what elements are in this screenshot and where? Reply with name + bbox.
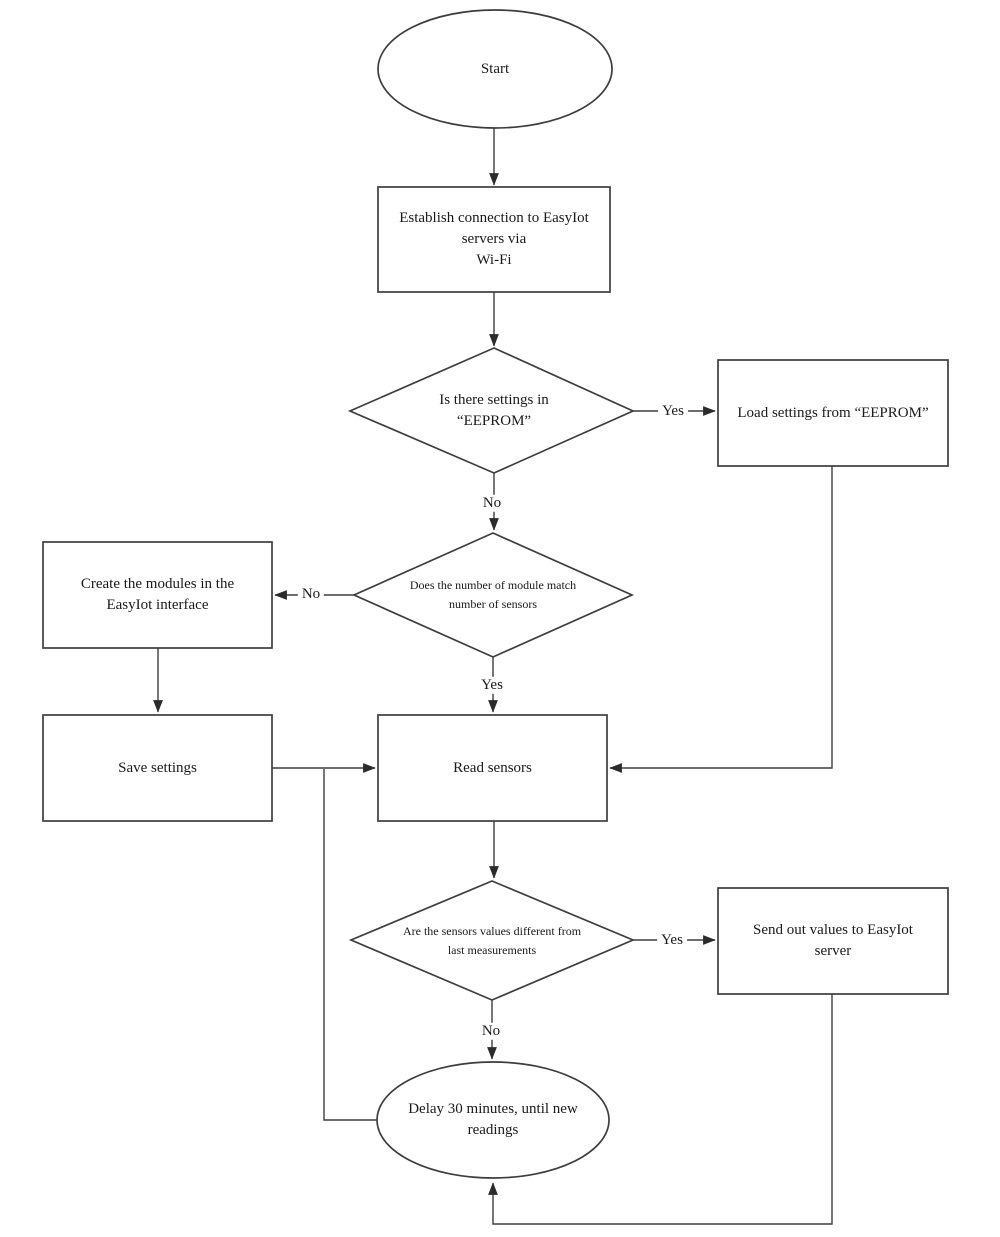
edge-load-settings-to-read-sensors [609, 466, 833, 773]
create-modules-label: Create the modules in the EasyIot interf… [80, 576, 235, 613]
delay-label: Delay 30 minutes, until new readings [408, 1101, 578, 1138]
establish-connection-process-shape [377, 186, 611, 293]
establish-connection-label: Establish connection to EasyIot servers … [399, 210, 589, 268]
start-terminator-label: Start [480, 60, 510, 77]
edge-label-match-yes: Yes [477, 676, 507, 694]
start-terminator-shape [377, 9, 613, 129]
create-modules-process-shape [42, 541, 273, 649]
read-sensors-process-shape [377, 714, 608, 822]
edge-label-eeprom-no: No [478, 494, 506, 512]
load-settings-label: Load settings from “EEPROM” [737, 404, 929, 421]
read-sensors-label: Read sensors [453, 759, 532, 776]
send-values-label: Send out values to EasyIot server [753, 922, 913, 959]
values-different-label: Are the sensors values different from la… [402, 923, 582, 957]
save-settings-label: Save settings [118, 759, 197, 776]
edge-send-values-to-delay [488, 994, 833, 1225]
module-match-label: Does the number of module match number o… [409, 578, 577, 611]
edge-delay-back-to-read-sensors [323, 769, 377, 1121]
load-settings-process-shape [717, 359, 949, 467]
send-values-process-shape [717, 887, 949, 995]
edge-label-eeprom-yes: Yes [658, 402, 688, 420]
edge-label-different-yes: Yes [657, 931, 687, 949]
edge-label-different-no: No [477, 1022, 505, 1040]
edge-label-match-no: No [297, 585, 325, 603]
save-settings-process-shape [42, 714, 273, 822]
settings-in-eeprom-label: Is there settings in “EEPROM” [439, 391, 549, 429]
